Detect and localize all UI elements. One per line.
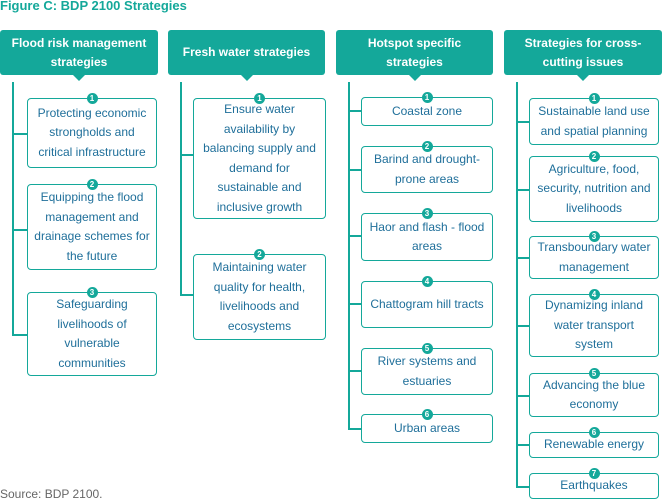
strategy-label: Ensure water availability by balancing s… [203,102,316,214]
strategy-label: Advancing the blue economy [542,377,646,412]
strategy-box: 5 River systems and estuaries [361,343,493,395]
strategy-box: 1 Protecting economic strongholds and cr… [27,93,157,168]
strategy-box: 3 Safeguarding livelihoods of vulnerable… [27,287,157,376]
strategy-label: River systems and estuaries [377,354,477,388]
step-number-badge: 1 [588,93,600,104]
strategy-box: 1 Sustainable land use and spatial plann… [529,93,659,145]
connector-line [180,154,194,156]
column-heading-label: Hotspot specific strategies [367,35,462,69]
strategy-box: 2 Maintaining water quality for health, … [193,249,326,340]
strategy-label: Coastal zone [391,103,463,118]
step-number-badge: 3 [86,287,98,298]
step-number-badge: 2 [421,141,433,152]
column-heading-hotspot: Hotspot specific strategies [336,30,493,81]
strategy-box: 5 Advancing the blue economy [529,368,659,417]
strategy-label: Barind and drought-prone areas [373,152,481,186]
connector-line [516,486,530,488]
connector-line [516,395,530,397]
step-number-badge: 4 [588,289,600,300]
connector-line [12,334,28,336]
strategy-box: 3 Haor and flash - flood areas [361,208,493,261]
step-number-badge: 1 [421,92,433,103]
connector-line [516,257,530,259]
column-heading-cross-cutting: Strategies for cross-cutting issues [504,30,662,81]
strategy-box: 2 Barind and drought-prone areas [361,141,493,193]
connector-line [12,82,14,336]
connector-line [516,444,530,446]
strategy-box: 2 Equipping the flood management and dra… [27,179,157,270]
column-heading-label: Fresh water strategies [182,45,311,59]
column-heading-flood-risk: Flood risk management strategies [0,30,158,81]
step-number-badge: 2 [86,179,98,190]
connector-line [12,229,28,231]
strategy-label: Renewable energy [543,437,645,452]
source-note: Source: BDP 2100. [0,487,103,501]
column-heading-fresh-water: Fresh water strategies [168,30,325,81]
step-number-badge: 3 [588,231,600,242]
step-number-badge: 5 [588,368,600,379]
connector-line [180,294,194,296]
connector-line [348,235,362,237]
strategy-box: 3 Transboundary water management [529,231,659,279]
connector-line [348,110,362,112]
strategy-label: Chattogram hill tracts [370,296,484,311]
connector-line [516,325,530,327]
connector-line [516,121,530,123]
strategy-box: 1 Ensure water availability by balancing… [193,93,326,219]
step-number-badge: 5 [421,343,433,354]
step-number-badge: 1 [86,93,98,104]
strategy-box: 6 Urban areas [361,409,493,443]
strategy-box: 4 Dynamizing inland water transport syst… [529,289,659,357]
connector-line [348,303,362,305]
step-number-badge: 7 [588,468,600,479]
strategy-box: 7 Earthquakes [529,468,659,499]
connector-line [516,82,518,488]
connector-line [348,169,362,171]
connector-line [12,133,28,135]
step-number-badge: 4 [421,276,433,287]
column-heading-label: Strategies for cross-cutting issues [524,35,642,69]
connector-line [348,428,362,430]
figure-title: Figure C: BDP 2100 Strategies [0,0,187,13]
step-number-badge: 1 [254,93,265,104]
strategy-label: Maintaining water quality for health, li… [212,260,307,333]
connector-line [180,82,182,296]
connector-line [348,370,362,372]
step-number-badge: 3 [421,208,433,219]
strategy-label: Earthquakes [560,478,628,493]
strategy-box: 4 Chattogram hill tracts [361,276,493,328]
strategy-label: Dynamizing inland water transport system [544,298,644,352]
step-number-badge: 6 [588,427,600,438]
strategy-label: Protecting economic strongholds and crit… [37,105,147,159]
step-number-badge: 2 [588,151,600,162]
strategy-label: Agriculture, food, security, nutrition a… [537,161,651,215]
step-number-badge: 6 [421,409,433,420]
strategy-box: 6 Renewable energy [529,427,659,458]
strategy-box: 2 Agriculture, food, security, nutrition… [529,151,659,222]
strategy-box: 1 Coastal zone [361,92,493,126]
strategy-label: Equipping the flood management and drain… [34,190,150,263]
connector-line [516,189,530,191]
step-number-badge: 2 [254,249,265,260]
strategy-label: Safeguarding livelihoods of vulnerable c… [56,297,128,370]
strategy-label: Sustainable land use and spatial plannin… [538,104,650,138]
strategy-label: Urban areas [393,420,461,435]
column-heading-label: Flood risk management strategies [11,35,147,69]
connector-line [348,82,350,430]
strategy-label: Haor and flash - flood areas [369,219,485,254]
strategy-label: Transboundary water management [537,240,651,274]
